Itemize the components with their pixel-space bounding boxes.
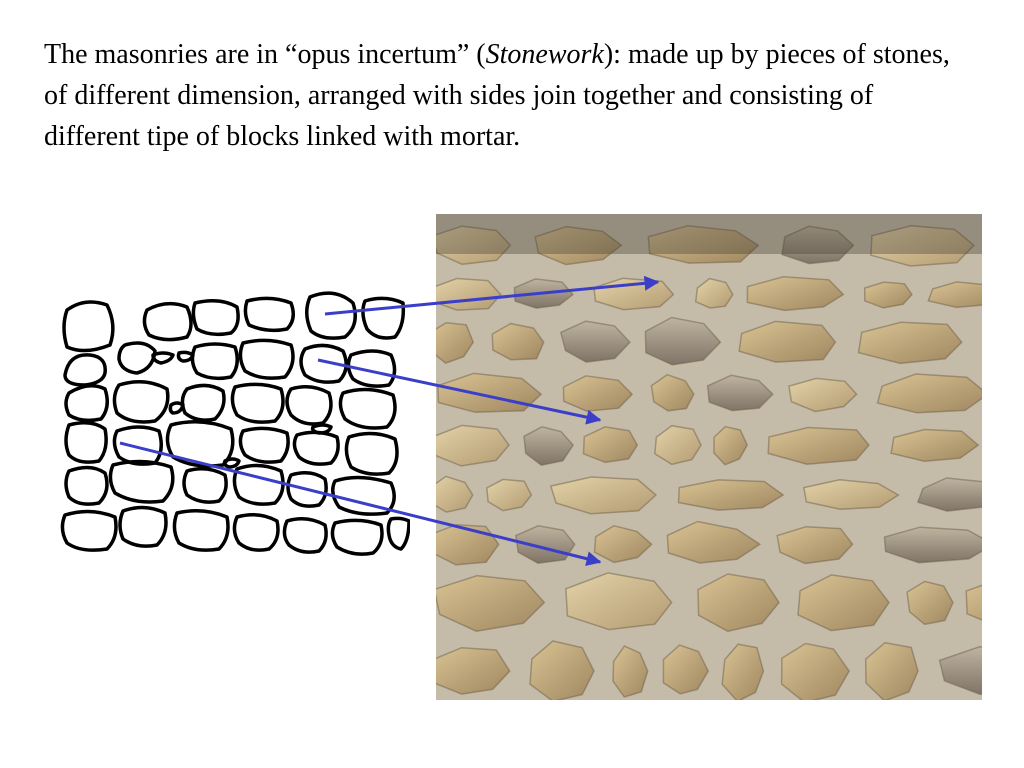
photo-stone [916, 477, 982, 512]
sketch-stone [176, 350, 195, 363]
photo-stone [965, 584, 982, 621]
photo-stone [612, 645, 649, 698]
dark-shadow-top [436, 214, 982, 254]
photo-stone [746, 276, 845, 312]
sketch-stone [299, 343, 348, 384]
photo-stone [559, 320, 631, 363]
sketch-stone [182, 467, 228, 504]
photo-stone [870, 225, 976, 267]
sketch-stone [172, 509, 230, 552]
photo-stone [650, 373, 695, 412]
sketch-stone [190, 342, 239, 381]
photo-stone [788, 377, 858, 413]
sketch-stone [230, 382, 285, 424]
photo-stone [864, 642, 919, 700]
text-part-2: ): made up by pieces of stones, of diffe… [44, 39, 950, 152]
photo-stone [697, 573, 780, 633]
photo-stone [436, 322, 475, 364]
sketch-stone [165, 420, 235, 468]
slide-body-text: The masonries are in “opus incertum” (St… [44, 34, 964, 157]
photo-stone [781, 225, 855, 265]
sketch-stone [118, 505, 168, 548]
photo-stone [780, 642, 850, 700]
photo-stone [797, 574, 890, 632]
sketch-stone [64, 421, 108, 464]
sketch-stone [238, 426, 290, 464]
photo-stone [436, 523, 500, 566]
sketch-stone [238, 338, 295, 380]
sketch-stone [64, 465, 109, 506]
sketch-stone [151, 351, 175, 365]
sketch-stone [344, 431, 399, 476]
photo-stone [534, 225, 623, 266]
photo-stone [436, 646, 511, 695]
photo-stone [767, 426, 870, 465]
photo-stone [883, 526, 982, 564]
sketch-stone [285, 385, 333, 426]
sketch-stone [243, 296, 295, 333]
sketch-stone [305, 291, 357, 340]
sketch-stone [361, 296, 406, 340]
sketch-stone [117, 341, 157, 375]
photo-stone [662, 644, 710, 695]
photo-stone [938, 646, 982, 696]
sketch-stone [60, 509, 118, 552]
sketch-stone [310, 423, 333, 435]
photo-stone [803, 479, 900, 510]
photo-stone [436, 574, 546, 632]
photo-stone [677, 479, 785, 511]
photo-stone [666, 520, 762, 564]
sketch-stone [286, 471, 328, 508]
sketch-stone [232, 513, 280, 552]
sketch-stone [112, 425, 163, 466]
photo-stone [721, 643, 765, 700]
sketch-stone [330, 518, 384, 556]
sketch-stone [292, 430, 340, 466]
sketch-stone [338, 387, 397, 430]
photo-stone [927, 281, 982, 309]
photo-stone [644, 316, 722, 366]
sketch-stone [108, 459, 175, 504]
sketch-stone [62, 300, 115, 353]
photo-stone [436, 277, 502, 311]
photo-stone [776, 525, 854, 565]
sketch-stone [180, 383, 226, 422]
stonework-line-drawing [60, 291, 410, 556]
text-italic-stonework: Stonework [485, 39, 604, 70]
sketch-stone [386, 516, 410, 551]
photo-stone [565, 572, 673, 631]
photo-stone [863, 281, 913, 309]
sketch-stone [282, 517, 328, 554]
photo-stone [654, 424, 702, 466]
sketch-stone [64, 384, 109, 423]
sketch-stone [331, 475, 396, 516]
photo-stone [876, 373, 982, 414]
text-part-1: The masonries are in “opus incertum” ( [44, 39, 486, 70]
sketch-stone [142, 301, 193, 342]
photo-stone [738, 320, 837, 363]
photo-stone [529, 640, 595, 700]
photo-stone [436, 225, 512, 266]
photo-stone [706, 374, 774, 412]
photo-stone [694, 277, 734, 309]
photo-stone [713, 425, 749, 466]
sketch-stone [346, 349, 397, 388]
photo-stone [890, 428, 980, 462]
photo-stone [647, 225, 760, 264]
sketch-stone [63, 353, 107, 387]
sketch-stone [112, 380, 170, 424]
sketch-stone [191, 299, 240, 337]
stone-wall-photo [436, 214, 982, 700]
photo-stone [906, 580, 954, 626]
sketch-stone [168, 401, 185, 415]
sketch-stone [232, 463, 285, 506]
photo-stone [857, 321, 963, 365]
